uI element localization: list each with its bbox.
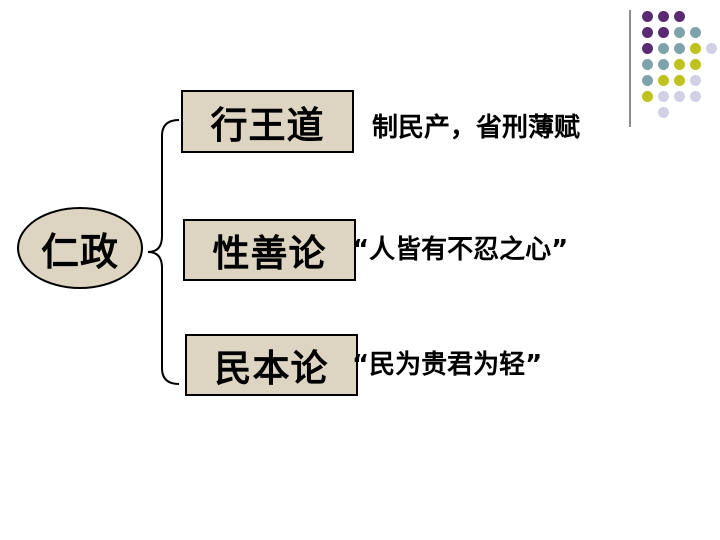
decor-dot [658, 59, 669, 70]
branch-node-minbenlun: 民本论 [185, 334, 358, 396]
decor-dot [690, 59, 701, 70]
decor-dot [674, 27, 685, 38]
decor-dot [674, 59, 685, 70]
decor-dot [658, 27, 669, 38]
decor-dot [674, 43, 685, 54]
decor-dot [642, 11, 653, 22]
decor-dot [642, 75, 653, 86]
decor-dot [690, 43, 701, 54]
branch-description-xingwangdao: 制民产，省刑薄赋 [372, 113, 581, 143]
decor-dot [658, 75, 669, 86]
decor-dot [642, 43, 653, 54]
branch-node-xingwangdao: 行王道 [181, 90, 354, 153]
decor-dot [674, 11, 685, 22]
decor-dot [690, 75, 701, 86]
branch-description-minbenlun: “民为贵君为轻” [352, 350, 543, 380]
decor-dot [658, 43, 669, 54]
decor-dot [658, 11, 669, 22]
decorative-dot-grid [640, 8, 720, 118]
decor-dot [690, 27, 701, 38]
decor-dot [674, 91, 685, 102]
branch-node-xingshanlun: 性善论 [183, 219, 356, 281]
decor-dot [690, 91, 701, 102]
decor-dot [642, 59, 653, 70]
decor-dot [642, 27, 653, 38]
decor-dot [658, 91, 669, 102]
branch-brace [147, 119, 180, 385]
decor-dot [674, 75, 685, 86]
decor-dot [706, 43, 717, 54]
decor-dot [642, 91, 653, 102]
root-node-renzheng: 仁政 [17, 207, 143, 289]
decorative-divider-line [629, 10, 631, 127]
branch-description-xingshanlun: “人皆有不忍之心” [352, 235, 569, 265]
decor-dot [658, 107, 669, 118]
